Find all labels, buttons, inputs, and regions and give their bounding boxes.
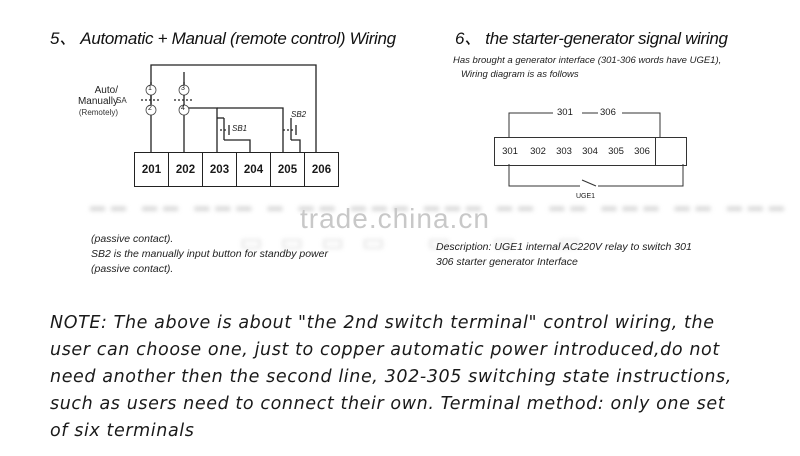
wire-uge-right — [598, 164, 684, 187]
left-desc-line-1: (passive contact). — [91, 233, 174, 245]
contact-num-4: 4 — [181, 105, 185, 112]
wire-306-top — [622, 112, 661, 137]
terminal-306: 306 — [634, 146, 650, 157]
left-terminal-block: 201 202 203 204 205 206 — [134, 152, 339, 187]
terminal-301: 301 — [502, 146, 518, 157]
blurred-logo: ▭▭▭▭ ▭ ▭ ▭ — [240, 229, 599, 256]
watermark: trade.china.cn — [300, 203, 490, 234]
uge1-label: UGE1 — [576, 193, 596, 200]
sb1-label: SB1 — [232, 124, 248, 133]
right-sub-line-1: Has brought a generator interface (301-3… — [453, 55, 722, 66]
right-desc-line-2: 306 starter generator Interface — [436, 256, 578, 268]
sa-switch-label: Auto/ Manually — [77, 85, 118, 107]
blurred-text-band: ▬▬ ▬▬ ▬▬▬ ▬ ▬▬ ▬▬▬ ▬▬▬ ▬▬ ▬▬ ▬▬▬ ▬▬ ▬▬▬ — [90, 198, 790, 215]
left-section-title: 5、 Automatic + Manual (remote control) W… — [50, 29, 396, 48]
terminal-206: 206 — [311, 163, 332, 176]
left-desc-line-2: SB2 is the manually input button for sta… — [91, 248, 328, 260]
contact-num-3: 3 — [181, 85, 185, 92]
left-description: (passive contact). SB2 is the manually i… — [91, 232, 328, 277]
terminal-302: 302 — [530, 146, 546, 157]
sa-sub-label: (Remotely) — [78, 108, 118, 117]
terminal-203: 203 — [203, 153, 237, 186]
sa-tag: SA — [116, 96, 127, 105]
terminal-205: 205 — [271, 153, 305, 186]
note-line-2: user can choose one, just to copper auto… — [50, 340, 720, 360]
terminal-201: 201 — [135, 153, 169, 186]
right-sub-line-2: Wiring diagram is as follows — [461, 69, 579, 80]
left-desc-line-3: (passive contact). — [91, 263, 174, 275]
wire-301-top — [508, 112, 553, 137]
right-top-label-306: 306 — [600, 107, 616, 118]
note-line-5: of six terminals — [50, 421, 195, 441]
wire-205 — [217, 107, 284, 152]
note-line-3: need another then the second line, 302-3… — [50, 367, 732, 387]
right-description: Description: UGE1 internal AC220V relay … — [436, 240, 692, 270]
right-terminal-block: 301 302 303 304 305 306 — [494, 137, 687, 166]
right-top-label-301: 301 — [557, 107, 573, 118]
terminal-blank — [655, 138, 686, 165]
terminal-204: 204 — [237, 153, 271, 186]
terminal-305: 305 — [608, 146, 624, 157]
sb2-label: SB2 — [291, 110, 307, 119]
wire-204 — [224, 139, 251, 152]
terminal-303: 303 — [556, 146, 572, 157]
note-line-1: NOTE: The above is about "the 2nd switch… — [50, 313, 715, 333]
contact-num-1: 1 — [148, 85, 152, 92]
wire-uge-left — [508, 164, 580, 187]
right-desc-line-1: Description: UGE1 internal AC220V relay … — [436, 241, 692, 253]
contact-num-2: 2 — [148, 105, 152, 112]
terminal-202: 202 — [169, 153, 203, 186]
right-section-title: 6、 the starter-generator signal wiring — [455, 29, 728, 48]
terminal-304: 304 — [582, 146, 598, 157]
note-line-4: such as users need to connect their own.… — [50, 394, 726, 414]
note-paragraph: NOTE: The above is about "the 2nd switch… — [50, 310, 732, 445]
